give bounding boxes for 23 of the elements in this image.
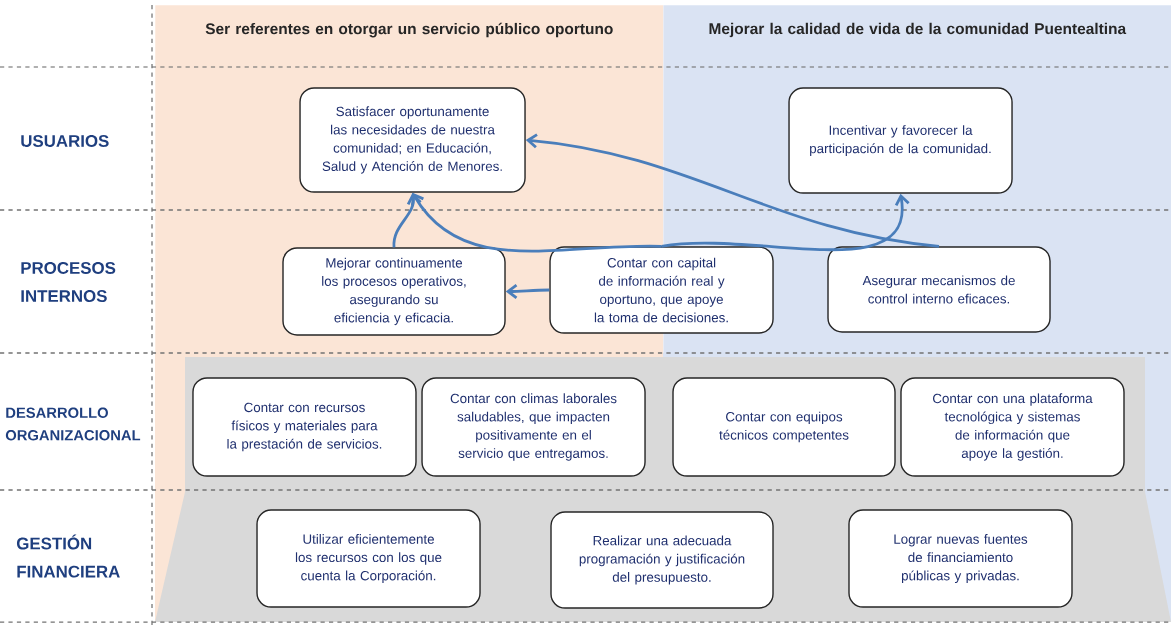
objective-box: Utilizar eficientemente los recursos con los que cuenta la Corporación. <box>256 509 481 608</box>
objective-box: Lograr nuevas fuentes de financiamiento públicas y privadas. <box>848 509 1073 608</box>
arrow <box>505 284 550 299</box>
objective-box: Asegurar mecanismos de control interno eficaces. <box>827 246 1051 333</box>
objective-box: Contar con una plataforma tecnológica y sistemas de información que apoye la gestión. <box>900 377 1125 477</box>
objective-box: Realizar una adecuada programación y justificación del presupuesto. <box>550 511 774 609</box>
row-label: DESARROLLO ORGANIZACIONAL <box>5 407 141 441</box>
row-label: PROCESOS INTERNOS <box>21 262 116 302</box>
objective-box: Incentivar y favorecer la participación de la comunidad. <box>788 87 1013 194</box>
objective-box: Contar con equipos técnicos competentes <box>672 377 896 477</box>
objective-box: Mejorar continuamente los procesos operativos, asegurando su eficiencia y eficacia. <box>282 247 506 336</box>
row-label: GESTIÓN FINANCIERA <box>16 534 120 578</box>
node-label: Ser referentes en otorgar un servicio público oportuno <box>205 22 613 38</box>
objective-box: Contar con recursos físicos y materiales para la prestación de servicios. <box>192 377 417 477</box>
row-label: USUARIOS <box>21 135 109 147</box>
objective-box: Satisfacer oportunamente las necesidades de nuestra comunidad; en Educación, Salud y Atención de Menores. <box>299 87 526 193</box>
objective-box: Contar con capital de información real y oportuno, que apoye la toma de decisiones. <box>549 246 774 334</box>
arrow <box>525 133 940 248</box>
arrow <box>392 192 422 248</box>
objective-box: Contar con climas laborales saludables, que impacten positivamente en el servicio que entregamos. <box>421 377 646 477</box>
arrow <box>661 193 910 251</box>
node-label: Mejorar la calidad de vida de la comunidad Puentealtina <box>709 22 1127 38</box>
arrow <box>411 192 662 253</box>
